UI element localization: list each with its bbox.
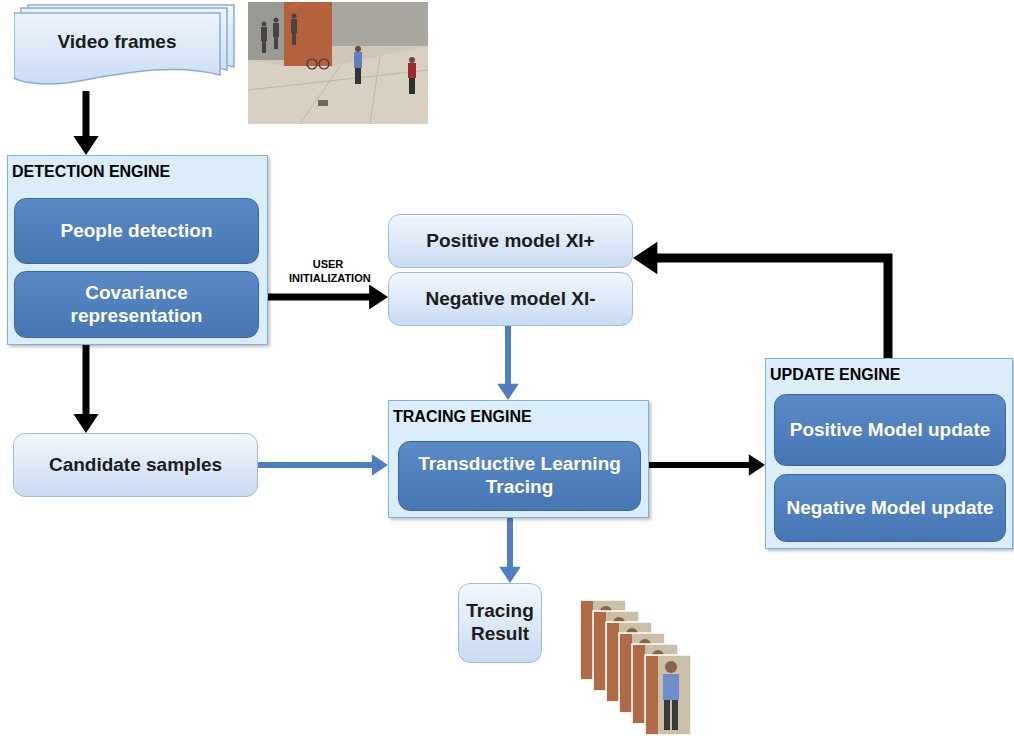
flow-arrow xyxy=(499,518,521,583)
result-image-strip xyxy=(580,600,691,735)
process-box: Positive Model update xyxy=(774,394,1006,466)
engine-group: UPDATE ENGINE Positive Model updateNegati… xyxy=(765,358,1013,549)
engine-group: TRACING ENGINE Transductive Learning Trac… xyxy=(388,400,649,518)
box-label: Tracing Result xyxy=(466,600,534,646)
arrow-line xyxy=(268,294,370,301)
arrow-head xyxy=(749,454,765,476)
arrow-head xyxy=(73,414,98,433)
arrow-line xyxy=(83,345,90,415)
group-title: UPDATE ENGINE xyxy=(770,366,900,384)
model-box: Negative model XI- xyxy=(388,272,633,326)
flow-arrow xyxy=(73,91,98,155)
arrow-line xyxy=(656,258,888,358)
flow-arrow xyxy=(268,284,388,309)
box-label: Negative Model update xyxy=(787,497,994,520)
group-title: TRACING ENGINE xyxy=(393,408,532,426)
group-title: DETECTION ENGINE xyxy=(12,163,170,181)
flow-arrow xyxy=(258,454,388,476)
edge-label: USER INITIALIZATION xyxy=(289,258,367,286)
street-photo xyxy=(248,2,428,124)
data-box: Candidate samples xyxy=(13,433,258,497)
process-box: Negative Model update xyxy=(774,474,1006,542)
arrow-head xyxy=(372,454,388,476)
arrow-line xyxy=(649,462,750,468)
arrow-head xyxy=(73,136,98,155)
arrow-line xyxy=(505,326,511,385)
flow-arrow xyxy=(497,326,519,400)
flow-arrow xyxy=(649,454,765,476)
box-label: Positive Model update xyxy=(790,419,991,442)
arrow-head xyxy=(497,384,519,400)
box-label: Candidate samples xyxy=(49,454,222,477)
box-label: Video frames xyxy=(58,31,177,54)
arrow-line xyxy=(507,518,513,568)
flow-arrow xyxy=(633,242,888,358)
engine-group: DETECTION ENGINE People detectionCovarian… xyxy=(7,155,268,345)
arrow-head xyxy=(369,284,388,309)
result-box: Tracing Result xyxy=(458,583,542,663)
flow-arrow xyxy=(73,345,98,433)
arrow-head xyxy=(499,567,521,583)
box-label: Positive model XI+ xyxy=(426,230,594,253)
box-label: Transductive Learning Tracing xyxy=(407,453,632,499)
process-box: Transductive Learning Tracing xyxy=(398,441,641,511)
process-box: Covariance representation xyxy=(14,271,259,338)
box-label: Covariance representation xyxy=(23,282,250,328)
arrow-line xyxy=(258,462,373,468)
arrow-head xyxy=(633,242,657,274)
document-stack: Video frames xyxy=(14,3,236,91)
model-box: Positive model XI+ xyxy=(388,214,633,268)
box-label: Negative model XI- xyxy=(426,288,596,311)
process-box: People detection xyxy=(14,198,259,264)
box-label: People detection xyxy=(60,220,212,243)
arrow-line xyxy=(83,91,90,137)
